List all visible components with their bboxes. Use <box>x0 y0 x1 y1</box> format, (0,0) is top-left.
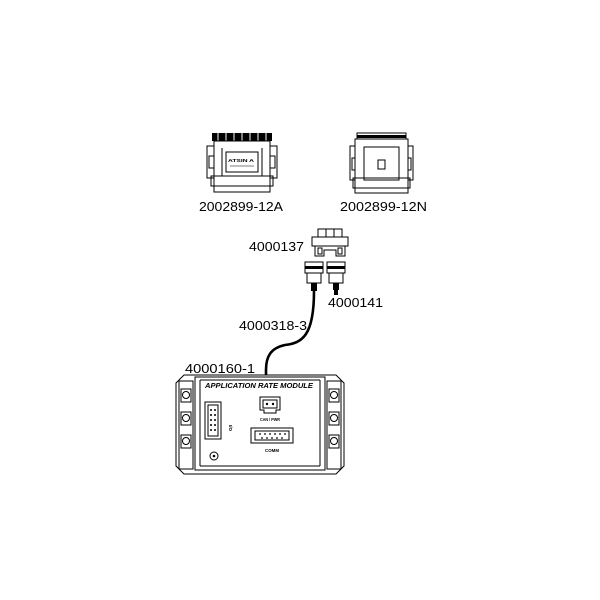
port-can-label: CAN / PWR <box>260 417 281 422</box>
connector-12n <box>349 132 414 194</box>
cable-4000318-3 <box>264 290 316 402</box>
application-rate-module: APPLICATION RATE MODULE I/O CAN / PWR CO… <box>175 374 345 475</box>
label-4000137: 4000137 <box>249 239 304 254</box>
port-io-label: I/O <box>228 425 233 432</box>
connector-12a-text: ATSIN A <box>228 158 255 163</box>
adapter-4000137 <box>311 228 349 257</box>
label-4000318-3: 4000318-3 <box>239 318 307 333</box>
label-4000141: 4000141 <box>328 295 383 310</box>
module-title: APPLICATION RATE MODULE <box>204 381 314 390</box>
label-2002899-12n: 2002899-12N <box>340 199 427 214</box>
label-2002899-12a: 2002899-12A <box>199 199 283 214</box>
plug-pair <box>304 261 346 295</box>
label-4000160-1: 4000160-1 <box>185 361 255 376</box>
connector-12a: ATSIN A <box>206 133 278 193</box>
port-comm-label: COMM <box>265 448 279 453</box>
